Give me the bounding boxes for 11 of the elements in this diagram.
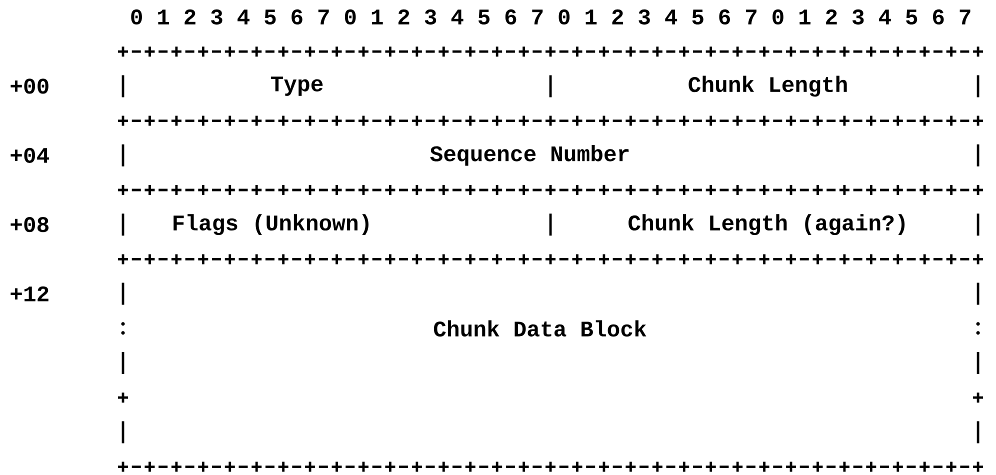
field-label: Chunk Data Block: [434, 320, 646, 337]
field-label: Chunk Length: [688, 76, 847, 97]
offset-label: +12: [10, 286, 48, 302]
offset-label: +08: [10, 217, 49, 232]
field-label: Sequence Number: [430, 145, 629, 166]
field-label: Chunk Length (again?): [628, 214, 905, 236]
field-label: Flags (Unknown): [174, 214, 368, 236]
offset-label: +00: [10, 78, 48, 94]
bit-numbers: 0 1 2 3 4 5 6 7 0 1 2 3 4 5 6 7 0 1 2 3 4 5 6 7 0 1 2 3 4 5 6 7: [131, 9, 970, 25]
offset-label: +04: [10, 148, 50, 163]
field-label: Type: [270, 76, 323, 96]
